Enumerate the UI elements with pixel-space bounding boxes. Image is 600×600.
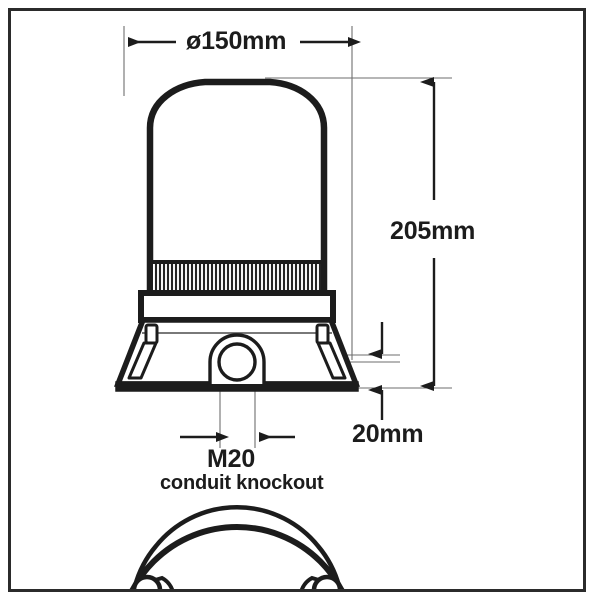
dimension-label-knockout-description: conduit knockout <box>160 472 324 494</box>
beacon-base-slot-right <box>315 323 347 380</box>
beacon-bottom-view <box>129 504 345 589</box>
beacon-side-view <box>113 78 361 392</box>
dimension-label-knockout-thread: M20 <box>207 445 256 473</box>
beacon-base-slot-left <box>127 323 159 380</box>
bottom-view-inner-ring <box>132 504 342 587</box>
dimension-label-overall-height: 205mm <box>390 217 476 245</box>
bottom-view-hole-right <box>311 574 343 589</box>
bottom-view-mount-left <box>129 574 174 589</box>
bottom-view-mount-right <box>300 574 345 589</box>
beacon-rib-band <box>152 260 322 293</box>
beacon-conduit-knockout <box>208 333 266 384</box>
bottom-view-outer-circle <box>129 524 345 589</box>
dimension-label-base-height: 20mm <box>352 420 424 448</box>
beacon-dome-outline <box>146 78 328 296</box>
beacon-collar <box>138 290 336 323</box>
dimension-label-diameter: ø150mm <box>186 27 287 55</box>
bottom-view-hole-left <box>131 574 163 589</box>
